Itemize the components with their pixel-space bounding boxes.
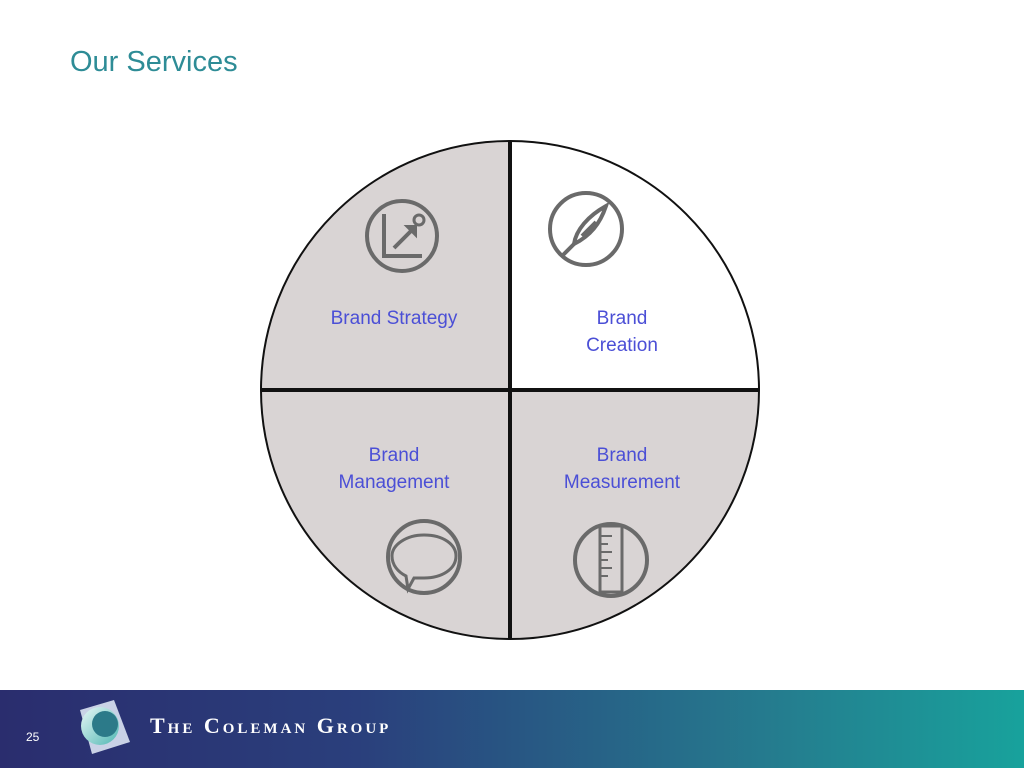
coleman-logo-icon [80, 700, 130, 754]
quadrant-brand-measurement [510, 390, 759, 639]
quadrant-brand-management [261, 390, 510, 639]
arrow-chart-icon [365, 199, 439, 273]
footer-bar: 25 The Coleman Group [0, 690, 1024, 768]
pen-nib-icon [548, 191, 624, 267]
label-brand-strategy: Brand Strategy [331, 308, 458, 329]
slide-title: Our Services [70, 46, 238, 78]
ruler-icon [573, 522, 649, 598]
page-number: 25 [26, 730, 40, 744]
speech-bubble-icon [386, 519, 462, 595]
company-name: The Coleman Group [150, 713, 392, 738]
